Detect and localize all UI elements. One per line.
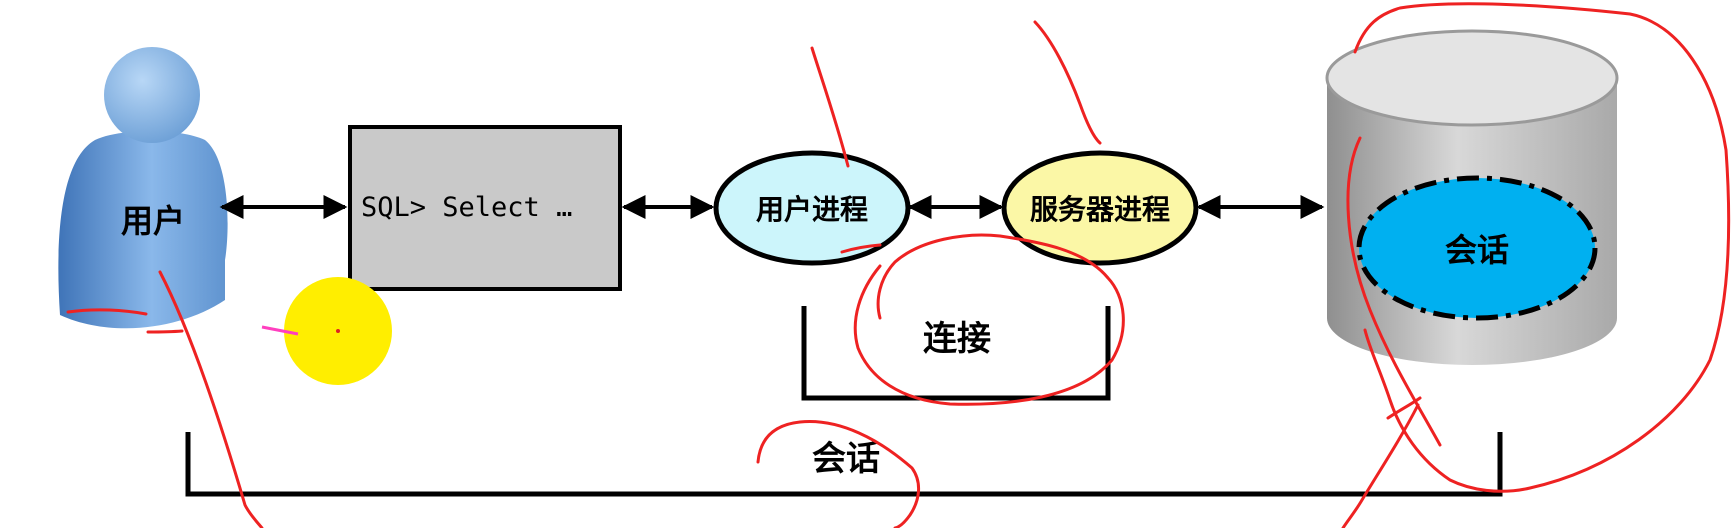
database-cylinder: 会话 — [1325, 29, 1619, 365]
session-label: 会话 — [812, 439, 880, 479]
annotation-user-diagonal — [158, 270, 264, 528]
user-figure: 用户 — [58, 47, 228, 329]
session-bracket: 会话 — [185, 432, 1503, 497]
annotation-connection-loop — [853, 233, 1125, 406]
annotation-user-process-under — [840, 243, 882, 254]
sql-prompt-text: SQL> Select … — [361, 192, 572, 223]
db-session-ellipse — [1356, 175, 1598, 321]
annotation-server-process-stroke — [1033, 20, 1102, 145]
red-annotations — [66, 2, 1731, 528]
user-head — [104, 47, 200, 143]
db-session-label: 会话 — [1445, 231, 1509, 269]
user-process-label: 用户进程 — [756, 193, 868, 226]
pink-stroke — [261, 325, 299, 336]
cursor-dot — [336, 329, 340, 333]
annotation-database-tail — [1341, 403, 1420, 528]
user-label: 用户 — [121, 202, 185, 240]
annotation-user-tick — [66, 308, 148, 316]
annotation-database-tick — [1386, 396, 1422, 420]
connection-bracket: 连接 — [801, 306, 1111, 401]
server-process-node: 服务器进程 — [1001, 150, 1199, 266]
connection-label: 连接 — [923, 319, 991, 359]
server-process-label: 服务器进程 — [1030, 193, 1170, 226]
annotation-user-process-stroke — [810, 46, 850, 168]
annotation-database-inner-curve — [1346, 136, 1442, 447]
annotation-user-line — [146, 329, 184, 334]
annotation-database-loop — [1353, 2, 1731, 493]
user-body — [58, 131, 228, 329]
annotation-session-label-loop — [756, 420, 920, 528]
sql-prompt-box: SQL> Select … — [347, 125, 622, 291]
